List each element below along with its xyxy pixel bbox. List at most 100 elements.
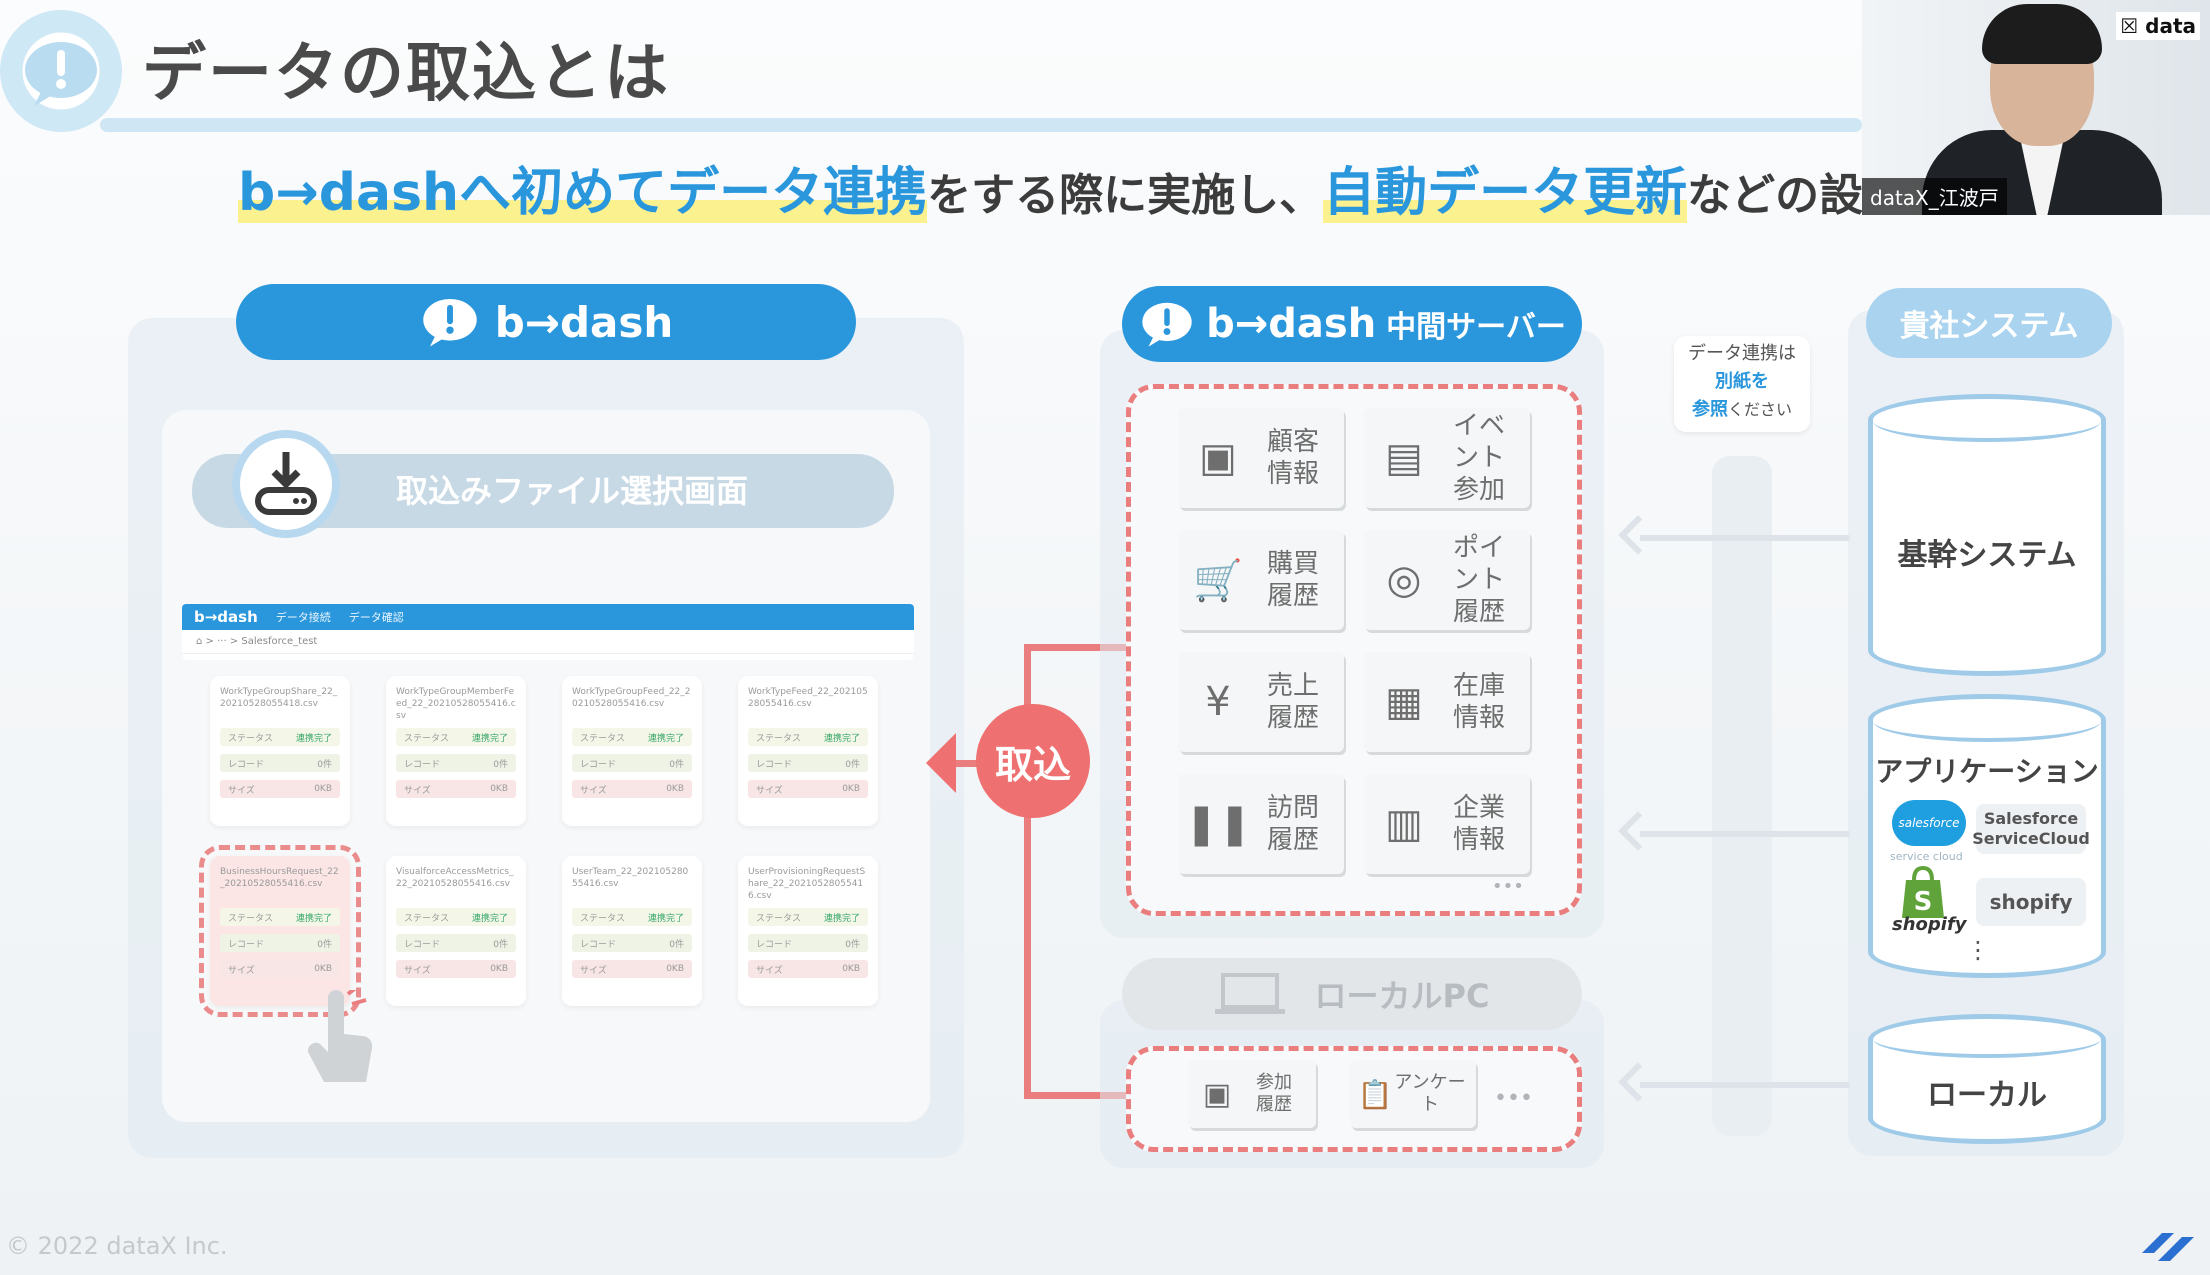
server-more-indicator: •••	[1492, 876, 1524, 897]
file-card[interactable]: WorkTypeGroupShare_22_20210528055418.csv…	[210, 676, 350, 826]
mini-app-header: b→dash データ接続 データ確認 ⌂ > ··· > Salesforce_…	[182, 604, 914, 660]
download-circle	[232, 430, 340, 538]
money-bag-icon: ¥	[1205, 679, 1231, 725]
server-tile: ▥ 企業 情報	[1364, 774, 1530, 874]
file-card-row: ステータス連携完了	[396, 728, 516, 746]
salesforce-cloud-logo: salesforce	[1892, 800, 1966, 846]
server-tile: ▦在庫 情報	[1364, 652, 1530, 752]
server-tile-label: ポイント 履歴	[1452, 533, 1505, 627]
subtitle-highlight-1: b→dashへ初めてデータ連携	[238, 163, 928, 223]
server-tile: ◎ ポイント 履歴	[1364, 530, 1530, 630]
file-card-selected[interactable]: BusinessHoursRequest_22_20210528055416.c…	[199, 845, 361, 1017]
company-pill: 貴社システム	[1866, 288, 2112, 358]
subtitle-highlight-2: 自動データ更新	[1323, 163, 1688, 223]
salesforce-subtitle: service cloud	[1890, 850, 1963, 863]
footprints-icon: ❚❚	[1184, 801, 1252, 847]
person-card-icon: ▣	[1199, 435, 1237, 481]
coins-icon: ◎	[1386, 557, 1422, 603]
copyright-text: © 2022 dataX Inc.	[6, 1232, 228, 1260]
subtitle-mid: をする際に実施し、	[927, 170, 1324, 221]
file-card[interactable]: WorkTypeGroupMemberFeed_22_2021052805541…	[386, 676, 526, 826]
file-card-name: UserTeam_22_20210528055416.csv	[572, 867, 689, 889]
import-badge: 取込	[976, 704, 1090, 818]
server-tile-label: 購買 履歴	[1266, 549, 1319, 611]
connector-top	[1024, 644, 1130, 651]
server-tile: ¥ 売上 履歴	[1178, 652, 1344, 752]
file-card[interactable]: VisualforceAccessMetrics_22_202105280554…	[386, 856, 526, 1006]
mini-app-tab-check[interactable]: データ確認	[348, 611, 404, 624]
arrow-app	[1640, 831, 1850, 837]
file-card[interactable]: WorkTypeGroupFeed_22_20210528055416.csv ス…	[562, 676, 702, 826]
webcam-overlay: ☒ data dataX_江波戸	[1862, 0, 2210, 215]
server-tile-label: 顧客 情報	[1266, 427, 1319, 489]
header-speech-bubble-logo	[0, 10, 122, 132]
local-tile-survey: 📋 アンケート	[1350, 1060, 1476, 1128]
local-pc-pill: ローカルPC	[1122, 958, 1582, 1030]
bdash-logo-icon	[422, 298, 477, 347]
building-icon: ▥	[1385, 801, 1423, 847]
svg-text:S: S	[1914, 887, 1933, 917]
server-tile: ❚❚訪問 履歴	[1178, 774, 1344, 874]
shopify-chip: shopify	[1976, 878, 2086, 926]
cart-icon: 🛒	[1193, 557, 1243, 604]
bdash-brand-pill: b→dash	[236, 284, 856, 360]
server-brand-text: b→dash	[1206, 301, 1377, 347]
file-card-row: ステータス連携完了	[572, 728, 692, 746]
core-system-label: 基幹システム	[1897, 538, 2077, 573]
server-title: 中間サーバー	[1386, 310, 1566, 345]
file-card-name: WorkTypeFeed_22_20210528055416.csv	[748, 687, 868, 709]
file-card-row: ステータス連携完了	[572, 908, 692, 926]
event-card-icon: ▤	[1385, 435, 1423, 481]
arrow-local	[1640, 1082, 1850, 1088]
file-card-row: ステータス連携完了	[396, 908, 516, 926]
file-card[interactable]: UserProvisioningRequestShare_22_20210528…	[738, 856, 878, 1006]
server-tile: 🛒 購買 履歴	[1178, 530, 1344, 630]
file-card-name: WorkTypeGroupFeed_22_20210528055416.csv	[572, 687, 691, 709]
bdash-logo-icon	[1142, 302, 1192, 347]
page-subtitle: b→dashへ初めてデータ連携をする際に実施し、自動データ更新などの設定	[238, 150, 1907, 225]
file-card-name: WorkTypeGroupMemberFeed_22_2021052805541…	[396, 687, 516, 720]
local-pc-title: ローカルPC	[1314, 977, 1490, 1015]
page-title: データの取込とは	[142, 37, 670, 111]
boxes-icon: ▦	[1385, 679, 1423, 725]
application-more-indicator: ⋮	[1966, 936, 1990, 964]
server-tile-label: 企業 情報	[1452, 793, 1505, 855]
bubble-exclamation-icon	[25, 42, 97, 106]
server-tile: ▤イベント 参加	[1364, 408, 1530, 508]
note-tail: ください	[1727, 400, 1792, 419]
local-tile-participation: ▣ 参加 履歴	[1188, 1060, 1316, 1128]
file-card-name: UserProvisioningRequestShare_22_20210528…	[748, 867, 866, 900]
shopify-logo-text: shopify	[1892, 914, 1967, 935]
server-tile-label: 売上 履歴	[1266, 671, 1319, 733]
file-card-row: ステータス連携完了	[220, 908, 340, 926]
reference-note: データ連携は 別紙を 参照ください	[1674, 336, 1810, 432]
mini-app-tab-connect[interactable]: データ接続	[275, 611, 331, 624]
connector-bottom	[1024, 1092, 1130, 1099]
file-card[interactable]: UserTeam_22_20210528055416.csv ステータス連携完了レ…	[562, 856, 702, 1006]
laptop-icon	[1214, 973, 1285, 1014]
file-card-row: ステータス連携完了	[748, 908, 868, 926]
note-bold2: 参照	[1691, 399, 1728, 420]
person-card-icon: ▣	[1202, 1076, 1232, 1112]
mini-app-path: ⌂ > ··· > Salesforce_test	[182, 630, 914, 654]
mini-app-logo: b→dash	[194, 608, 258, 626]
shopify-bag-icon: S	[1902, 866, 1944, 918]
webcam-brand: ☒ data	[2116, 12, 2200, 40]
